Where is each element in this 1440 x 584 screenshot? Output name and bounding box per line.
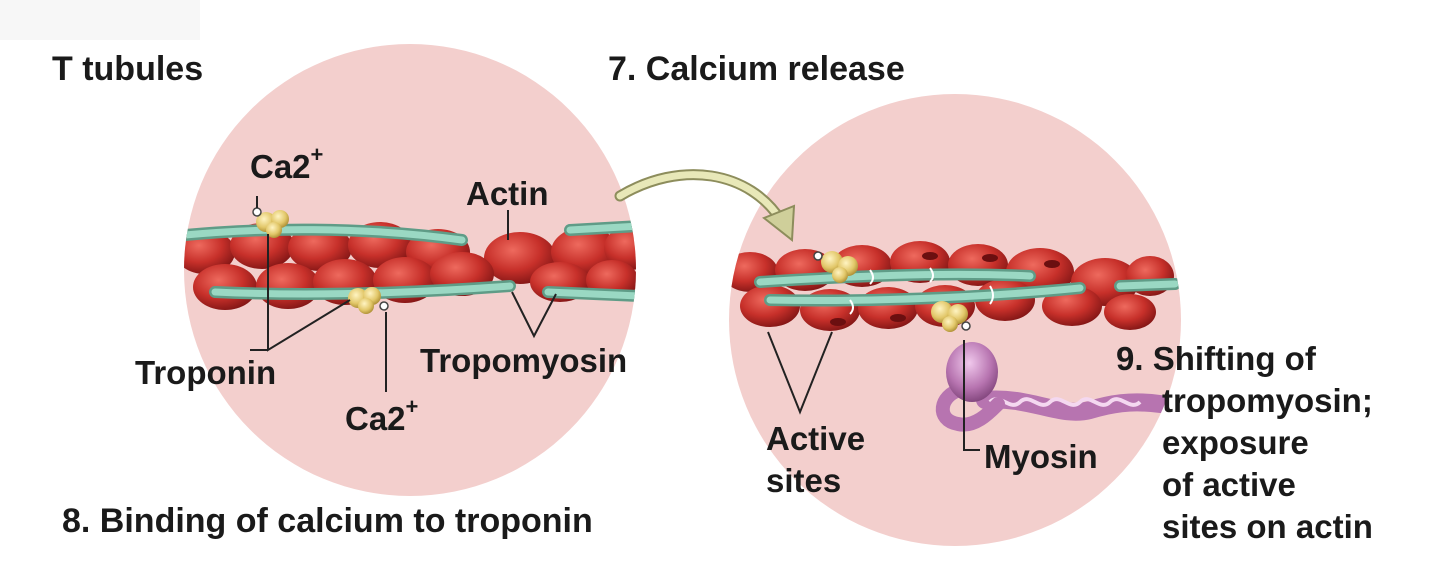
troponin-complex-upper [252, 207, 289, 238]
label-shifting-5: sites on actin [1162, 508, 1373, 545]
leader-lines [250, 196, 980, 451]
label-active-sites-2: sites [766, 462, 841, 499]
calcium-ion-icon [252, 207, 262, 217]
arrowhead-icon [762, 204, 796, 242]
right-magnified-view [729, 94, 1181, 546]
label-active-sites-1: Active [766, 420, 865, 457]
troponin-complex-lower [931, 301, 971, 332]
troponin-complex-lower [348, 287, 389, 314]
label-shifting-3: exposure [1162, 424, 1309, 461]
calcium-ion-icon [961, 321, 971, 331]
label-shifting-1: 9. Shifting of [1116, 340, 1317, 377]
label-shifting-block: 9. Shifting of tropomyosin; exposure of … [1116, 340, 1373, 545]
label-t-tubules: T tubules [52, 50, 203, 88]
label-troponin: Troponin [135, 354, 276, 391]
background-block [0, 0, 200, 40]
calcium-ion-icon [813, 251, 823, 261]
myosin-molecule [935, 342, 1169, 432]
calcium-ion-icon [379, 301, 389, 311]
label-ca-bottom: Ca2+ [345, 394, 418, 437]
label-shifting-2: tropomyosin; [1162, 382, 1373, 419]
right-tropomyosin-strands [754, 267, 1181, 315]
label-actin: Actin [466, 175, 549, 212]
label-ca-top: Ca2+ [250, 142, 323, 185]
label-calcium-release: 7. Calcium release [608, 50, 905, 88]
label-tropomyosin: Tropomyosin [420, 342, 627, 379]
calcium-release-arrow [614, 169, 796, 242]
label-myosin: Myosin [984, 438, 1098, 475]
troponin-complex-upper [813, 251, 858, 283]
left-magnified-view [184, 44, 636, 496]
left-thin-filament [184, 220, 636, 310]
myosin-head-icon [946, 342, 998, 402]
label-binding-caption: 8. Binding of calcium to troponin [62, 502, 593, 540]
label-shifting-4: of active [1162, 466, 1296, 503]
